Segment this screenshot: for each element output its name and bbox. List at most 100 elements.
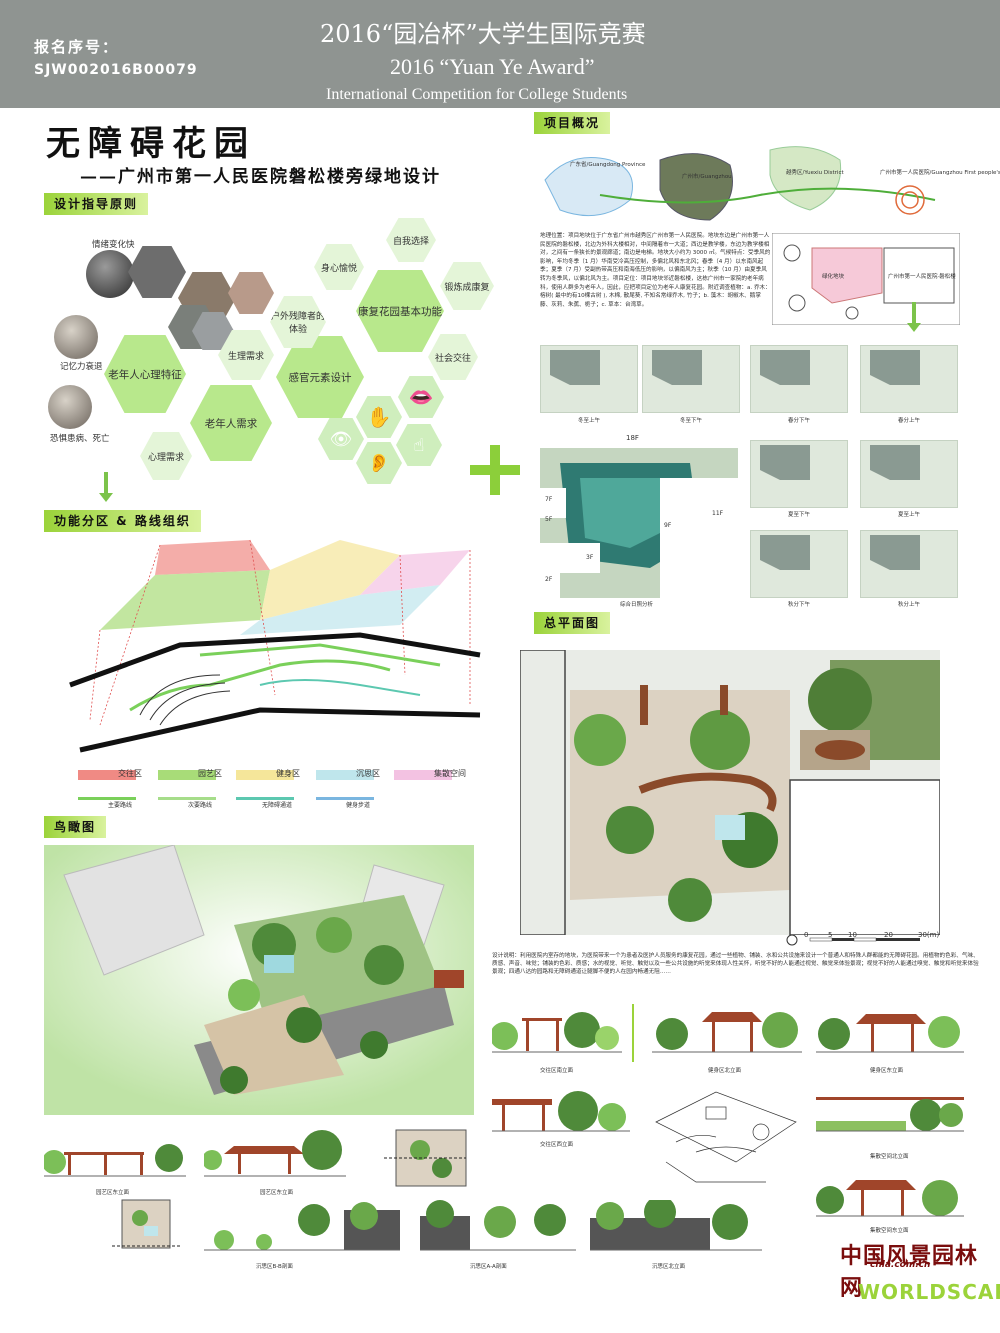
- section-key-plan: [384, 1129, 467, 1187]
- floor-label: 9F: [664, 522, 672, 529]
- elevation-caption: 交往区西立面: [540, 1142, 574, 1148]
- floor-label: 11F: [712, 510, 724, 517]
- worldscape-logo: WORLDSCAPE: [858, 1280, 1000, 1304]
- section-drawing: [590, 1200, 762, 1251]
- elevation-drawing: [816, 1014, 964, 1053]
- section-tag-birdseye: 鸟瞰图: [44, 816, 107, 838]
- elevation-drawing: [816, 1097, 964, 1132]
- elevation-drawing: [816, 1180, 964, 1217]
- section-tag-principles: 设计指导原则: [44, 193, 149, 215]
- legend-label: 沉思区: [356, 769, 380, 778]
- sensory-icon-hexagon: 👄: [398, 376, 444, 418]
- legend-swatch: [236, 770, 294, 780]
- photo-label: 记忆力衰退: [60, 362, 103, 372]
- sensory-icon-hexagon: ✋: [356, 396, 402, 438]
- shade-caption: 综合日照分析: [620, 602, 654, 608]
- scale-bar: [786, 934, 920, 946]
- scale-label: 20: [884, 931, 893, 939]
- photo-label: 情绪变化快: [92, 240, 135, 250]
- site-label: 广州市第一人民医院·磐松楼: [888, 274, 956, 280]
- elevation-caption: 沉思区B-B剖面: [256, 1264, 293, 1270]
- shade-caption: 秋分下午: [788, 602, 811, 608]
- shade-caption: 秋分上午: [898, 602, 921, 608]
- elevation-caption: 交往区南立面: [540, 1068, 574, 1074]
- sensory-icon-hexagon: ☝: [396, 424, 442, 466]
- master-plan: [520, 650, 940, 935]
- elderly-photo: [86, 250, 134, 298]
- section-drawing: [204, 1202, 400, 1251]
- birdseye-rendering: [44, 845, 474, 1115]
- shade-caption: 冬至上午: [578, 418, 601, 424]
- elderly-photo: [48, 385, 92, 429]
- hexagon-elderly-needs: 老年人需求: [190, 385, 272, 461]
- sensory-icon-hexagon: 👂: [356, 442, 402, 484]
- hexagon-psych-needs: 心理需求: [140, 432, 192, 480]
- shade-caption: 夏至上午: [898, 512, 921, 518]
- legend-label: 健身步道: [346, 802, 371, 809]
- hexagon-healing-functions: 康复花园基本功能: [356, 270, 444, 352]
- legend-swatch: [78, 770, 136, 780]
- registration-label: 报名序号：: [34, 38, 120, 56]
- hexagon-psych-traits: 老年人心理特征: [104, 335, 186, 413]
- shade-caption: 冬至下午: [680, 418, 703, 424]
- design-description: 设计说明：利用医院内室存的地块，为医院带来一个为患者及医护人员服务的康复花园，通…: [492, 953, 979, 975]
- elevation-drawing: [492, 1091, 630, 1132]
- competition-title-en: 2016 “Yuan Ye Award”: [390, 54, 595, 79]
- elevation-caption: 园艺区东立面: [96, 1190, 130, 1196]
- map-label: 越秀区/Yuexiu District: [786, 170, 844, 176]
- hexagon-self-choice: 自我选择: [386, 218, 436, 262]
- map-label: 广州市/Guangzhou: [682, 174, 732, 180]
- composite-shade-analysis: [540, 448, 738, 598]
- elevation-caption: 集散空间东立面: [870, 1228, 909, 1234]
- chla-url: chla.com.cn: [870, 1260, 931, 1270]
- legend-label: 次要路线: [188, 802, 213, 809]
- floor-label: 18F: [626, 434, 639, 442]
- flow-arrow: [99, 472, 113, 502]
- legend-swatch: [394, 770, 452, 780]
- elevation-drawing: [44, 1144, 186, 1177]
- map-label: 广东省/Guangdong Province: [570, 162, 646, 168]
- elevation-caption: 沉思区A-A剖面: [470, 1264, 507, 1270]
- legend-swatch: [158, 770, 216, 780]
- map-label: 广州市第一人民医院/Guangzhou First people's hospi…: [880, 170, 1000, 176]
- legend-label: 集散空间: [434, 769, 466, 778]
- legend-label: 健身区: [276, 769, 300, 778]
- legend-label: 无障碍通道: [262, 802, 293, 809]
- legend-swatch: [316, 770, 374, 780]
- hexagon-sensory-design: 感官元素设计: [276, 336, 364, 418]
- shade-caption: 夏至下午: [788, 512, 811, 518]
- hexagon-physical-needs: 生理需求: [218, 330, 274, 380]
- hexagon-social: 社会交往: [428, 334, 478, 380]
- section-tag-overview: 项目概况: [534, 112, 611, 134]
- floor-label: 3F: [586, 554, 594, 561]
- legend-label: 交往区: [118, 769, 142, 778]
- hexagon-exercise: 锻炼成康复: [440, 262, 494, 310]
- legend-route-line: [316, 797, 374, 800]
- chla-logo: 中国风景园林网: [840, 1243, 979, 1301]
- divider: [632, 1004, 634, 1062]
- scale-label: 10: [848, 931, 857, 939]
- elevation-caption: 健身区东立面: [870, 1068, 904, 1074]
- elevation-caption: 集散空间北立面: [870, 1154, 909, 1160]
- section-tag-zoning: 功能分区 & 路线组织: [44, 510, 201, 532]
- floor-label: 7F: [545, 496, 553, 503]
- site-context-plan: [772, 233, 960, 325]
- legend-route-line: [158, 797, 216, 800]
- location-map: [544, 146, 936, 221]
- section-drawing: [420, 1200, 576, 1251]
- elevation-drawing: [652, 1012, 802, 1053]
- section-key-plan: [112, 1199, 180, 1249]
- zoning-diagram: [69, 539, 481, 753]
- sensory-icon-hexagon: 👁: [318, 418, 364, 460]
- elevation-drawing: [492, 1012, 622, 1053]
- elevation-drawing: [204, 1130, 346, 1177]
- legend-route-line: [236, 797, 294, 800]
- project-title: 无障碍花园: [46, 124, 256, 164]
- elderly-photo: [54, 315, 98, 359]
- site-label: 绿化地块: [822, 274, 845, 280]
- scale-label: 5: [828, 931, 833, 939]
- overview-description: 地理位置：项目地块位于广东省广州市越秀区广州市第一人民医院。地块东边是广州市第一…: [540, 233, 771, 308]
- shade-shadows: [550, 350, 920, 570]
- section-tag-masterplan: 总平面图: [534, 612, 611, 634]
- elevation-caption: 园艺区东立面: [260, 1190, 294, 1196]
